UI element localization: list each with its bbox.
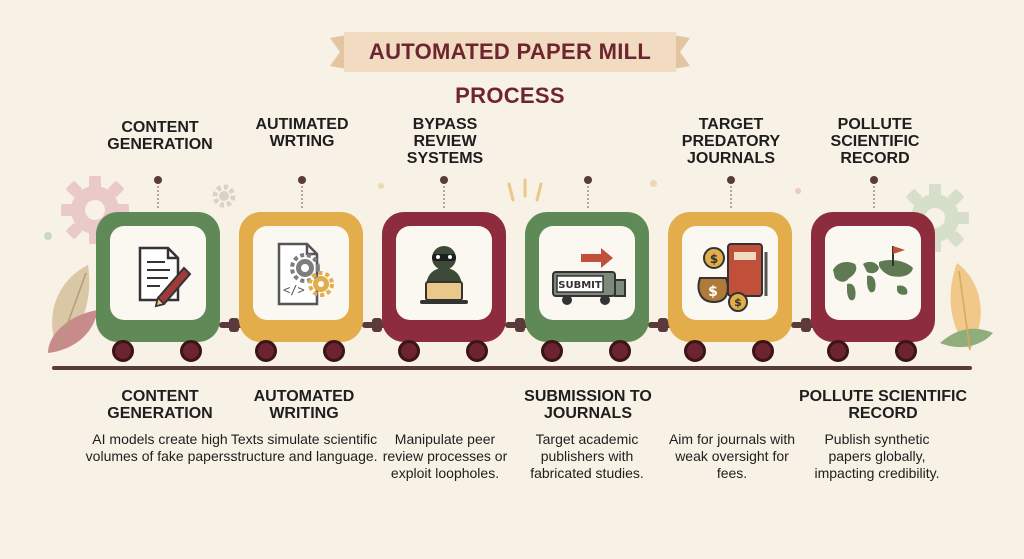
wheel bbox=[827, 340, 849, 362]
dot-decoration bbox=[650, 180, 657, 187]
step-description: Manipulate peer review processes or expl… bbox=[382, 431, 508, 481]
submit-truck-icon: SUBMIT bbox=[552, 248, 626, 305]
svg-text:$: $ bbox=[734, 296, 742, 309]
top-label: CONTENT GENERATION bbox=[107, 119, 213, 153]
connector-dot bbox=[154, 176, 162, 184]
wheel bbox=[323, 340, 345, 362]
hacker-laptop-icon bbox=[420, 246, 468, 304]
submit-label: SUBMIT bbox=[558, 280, 602, 291]
connector-dot bbox=[727, 176, 735, 184]
sparkle-decoration bbox=[507, 178, 543, 202]
step-title: SUBMISSION TO JOURNALS bbox=[524, 388, 652, 422]
step-title: POLLUTE SCIENTIFIC RECORD bbox=[799, 388, 967, 422]
title-banner: AUTOMATED PAPER MILL PROCESS bbox=[330, 30, 690, 108]
car-coupler-knob bbox=[229, 318, 239, 332]
connector-line bbox=[301, 186, 305, 208]
top-label: BYPASS REVIEW SYSTEMS bbox=[406, 116, 484, 167]
wheel bbox=[752, 340, 774, 362]
train-car-submission: SUBMIT bbox=[525, 212, 649, 362]
rail-track bbox=[52, 366, 972, 370]
document-pen-icon bbox=[138, 246, 192, 308]
step-title: CONTENT GENERATION bbox=[107, 388, 213, 422]
small-gear-decoration bbox=[212, 184, 236, 208]
wheel bbox=[684, 340, 706, 362]
page-title: AUTOMATED PAPER MILL PROCESS bbox=[368, 39, 652, 108]
connector-dot bbox=[584, 176, 592, 184]
car-coupler-knob bbox=[658, 318, 668, 332]
connector-line bbox=[443, 186, 447, 208]
wheel bbox=[398, 340, 420, 362]
wheel bbox=[180, 340, 202, 362]
wheel bbox=[541, 340, 563, 362]
car-coupler-knob bbox=[372, 318, 382, 332]
connector-dot bbox=[440, 176, 448, 184]
connector-line bbox=[730, 186, 734, 208]
wheel bbox=[112, 340, 134, 362]
train-car-content-generation bbox=[96, 212, 220, 362]
wheel bbox=[895, 340, 917, 362]
svg-text:</>: </> bbox=[283, 283, 305, 297]
train-car-pollute-record bbox=[811, 212, 935, 362]
top-label: AUTIMATED WRTING bbox=[255, 116, 349, 150]
connector-line bbox=[873, 186, 877, 208]
step-description: Texts simulate scientific structure and … bbox=[230, 431, 378, 464]
train-car-predatory-journals: $ $ $ bbox=[668, 212, 792, 362]
step-title: AUTOMATED WRITING bbox=[253, 388, 355, 422]
svg-text:$: $ bbox=[708, 284, 718, 300]
leaf-decoration-right bbox=[940, 263, 993, 351]
dot-decoration bbox=[44, 232, 52, 240]
svg-text:$: $ bbox=[710, 252, 718, 266]
step-description: Publish synthetic papers globally, impac… bbox=[814, 431, 940, 481]
step-description: AI models create high volumes of fake pa… bbox=[85, 431, 235, 464]
top-label: TARGET PREDATORY JOURNALS bbox=[681, 116, 781, 167]
wheel bbox=[255, 340, 277, 362]
wheel bbox=[609, 340, 631, 362]
top-label: POLLUTE SCIENTIFIC RECORD bbox=[830, 116, 920, 167]
train-car-bypass-review bbox=[382, 212, 506, 362]
train-car-automated-writing: </> bbox=[239, 212, 363, 362]
world-map-icon bbox=[833, 246, 913, 301]
code-gears-icon: </> bbox=[277, 242, 334, 306]
connector-line bbox=[587, 186, 591, 208]
step-description: Target academic publishers with fabricat… bbox=[530, 431, 644, 481]
leaf-decoration-left bbox=[48, 265, 98, 353]
step-description: Aim for journals with weak oversight for… bbox=[668, 431, 796, 481]
connector-dot bbox=[298, 176, 306, 184]
car-coupler-knob bbox=[515, 318, 525, 332]
dot-decoration bbox=[795, 188, 801, 194]
money-journal-icon: $ $ $ bbox=[697, 243, 768, 312]
car-coupler-knob bbox=[801, 318, 811, 332]
wheel bbox=[466, 340, 488, 362]
connector-line bbox=[157, 186, 161, 208]
dot-decoration bbox=[378, 183, 384, 189]
connector-dot bbox=[870, 176, 878, 184]
